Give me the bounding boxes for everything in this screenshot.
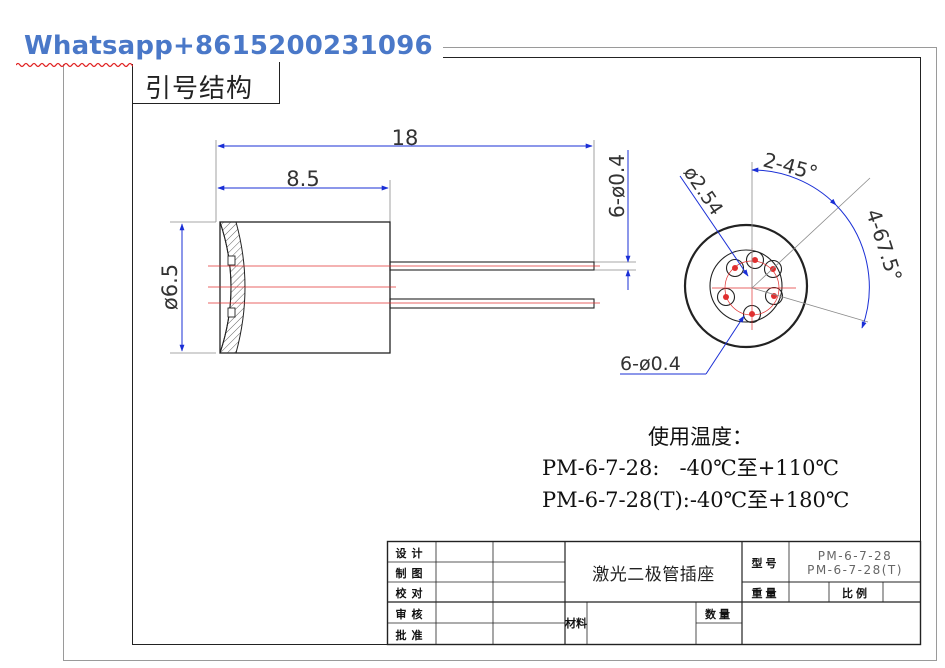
tb-drawing-label: 制图 (395, 567, 428, 580)
dim-body-diameter: ø6.5 (158, 264, 182, 310)
tb-approve-label: 批准 (395, 628, 428, 642)
tb-quantity-label: 数量 (705, 607, 733, 621)
watermark-text: Whatsapp+8615200231096 (14, 28, 443, 64)
dim-pin-dia-top: 6-ø0.4 (605, 154, 629, 218)
temperature-note-line-2: PM-6-7-28(T):-40℃至+180℃ (542, 488, 850, 512)
side-view (170, 140, 636, 354)
tb-design-label: 设计 (395, 546, 428, 560)
tb-review-label: 审核 (395, 607, 428, 621)
section-label-box: 引号结构 (133, 62, 280, 104)
title-block-grid (386, 540, 922, 646)
dim-pin-circle: ø2.54 (679, 162, 727, 219)
temperature-note-title: 使用温度： (648, 425, 753, 449)
tb-scale-label: 比例 (842, 587, 870, 600)
tb-model-1: PM-6-7-28 (817, 548, 893, 563)
dim-angle-a: 2-45° (761, 148, 821, 186)
tb-part-name: 激光二极管插座 (592, 565, 715, 585)
tb-model-values: PM-6-7-28 PM-6-7-28(T) (789, 542, 921, 583)
top-rule (427, 47, 937, 48)
tb-material-label: 材料 (565, 617, 587, 630)
temperature-note-line-1: PM-6-7-28: -40℃至+110℃ (542, 456, 839, 480)
tb-model-2: PM-6-7-28(T) (807, 562, 903, 577)
title-block: 设计 制图 校对 审核 批准 激光二极管插座 型号 PM-6-7-28 PM-6… (387, 542, 921, 645)
dim-pin-dia-bottom: 6-ø0.4 (620, 353, 681, 375)
dim-body-length: 8.5 (286, 167, 319, 191)
front-view (620, 162, 871, 375)
section-label: 引号结构 (145, 74, 254, 104)
tb-weight-label: 重量 (751, 587, 780, 600)
tb-check-label: 校对 (395, 587, 428, 600)
tb-model-label: 型号 (751, 556, 780, 570)
dim-overall-length: 18 (392, 126, 419, 150)
